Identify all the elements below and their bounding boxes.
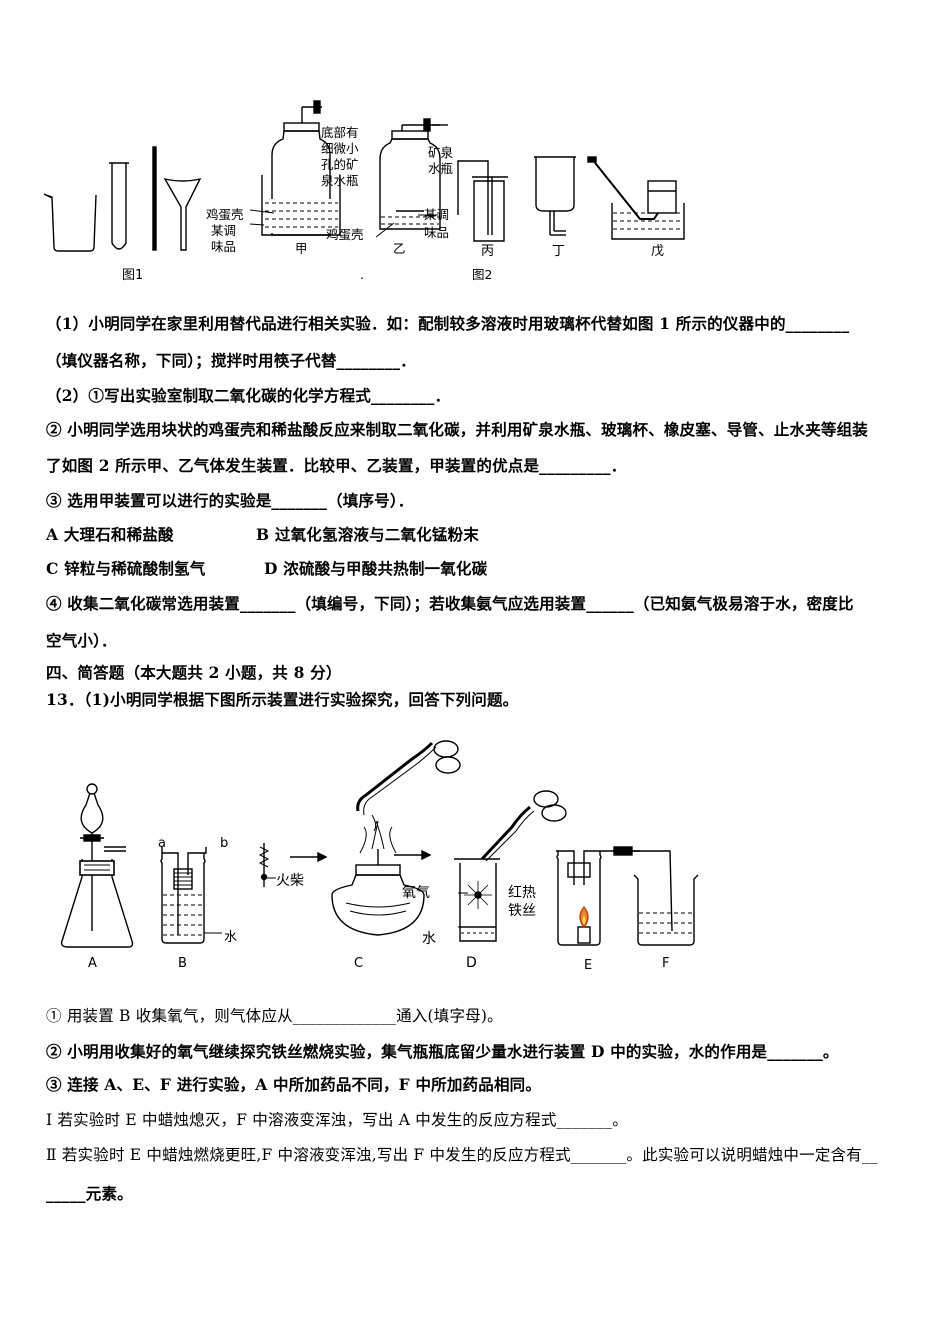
jia-annot-1: 底部有 bbox=[321, 125, 359, 140]
bing-letter: 丙 bbox=[481, 244, 494, 259]
ding-letter: 丁 bbox=[552, 244, 565, 259]
q13-stem: 13．（1)小明同学根据下图所示装置进行实验探究，回答下列问题。 bbox=[46, 690, 519, 709]
d-water-label: 水 bbox=[422, 931, 436, 947]
apparatus-b bbox=[160, 847, 222, 944]
yi-letter: 乙 bbox=[393, 241, 406, 256]
b-port-a: a bbox=[158, 836, 166, 851]
q12-option-d: D 浓硫酸与甲酸共热制一氧化碳 bbox=[264, 559, 488, 578]
arrow-2 bbox=[394, 849, 432, 861]
yi-left: 鸡蛋壳 bbox=[326, 227, 364, 242]
q13-line5: Ⅱ 若实验时 E 中蜡烛燃烧更旺,F 中溶液变浑浊,写出 F 中发生的反应方程式… bbox=[46, 1146, 878, 1164]
yi-right-3: 某调 bbox=[424, 207, 449, 222]
jia-left-1: 鸡蛋壳 bbox=[206, 207, 244, 222]
apparatus-a bbox=[60, 783, 134, 948]
jia-annot-4: 泉水瓶 bbox=[321, 173, 359, 188]
glass-rod-illustration bbox=[152, 146, 157, 251]
q12-part1-line2: （填仪器名称，下同）；搅拌时用筷子代替________． bbox=[46, 351, 416, 370]
apparatus-bing bbox=[457, 160, 508, 242]
q12-option-b: B 过氧化氢溶液与二氧化锰粉末 bbox=[256, 525, 479, 544]
match-illustration bbox=[258, 843, 276, 887]
fig1-caption: 图1 bbox=[122, 268, 143, 283]
jia-left-2: 某调 bbox=[211, 223, 236, 238]
q12-option-c: C 锌粒与稀硫酸制氢气 bbox=[46, 559, 206, 578]
label-c: C bbox=[354, 956, 363, 971]
label-a: A bbox=[88, 956, 97, 971]
funnel-illustration bbox=[163, 177, 202, 251]
label-d: D bbox=[466, 955, 477, 971]
apparatus-e bbox=[556, 846, 640, 946]
jia-annot-3: 孔的矿 bbox=[321, 157, 359, 172]
yi-right-1: 矿泉 bbox=[428, 145, 454, 160]
section-heading: 四、简答题（本大题共 2 小题，共 8 分） bbox=[46, 663, 342, 682]
apparatus-f bbox=[630, 850, 699, 946]
test-tube-illustration bbox=[109, 162, 129, 250]
label-e: E bbox=[584, 958, 592, 973]
label-b: B bbox=[178, 956, 187, 971]
q12-option-a: A 大理石和稀盐酸 bbox=[46, 525, 174, 544]
q13-line6: _____元素。 bbox=[46, 1184, 133, 1203]
apparatus-jia bbox=[249, 100, 341, 236]
apparatus-figure-top: 图1 底部有 细微小 孔的矿 泉水瓶 鸡蛋壳 某调 味品 甲 bbox=[40, 95, 720, 295]
d-iron-label-2: 铁丝 bbox=[508, 903, 536, 919]
b-port-b: b bbox=[220, 836, 228, 851]
apparatus-wu bbox=[587, 156, 685, 240]
jia-annot-2: 细微小 bbox=[321, 141, 359, 156]
apparatus-yi bbox=[375, 118, 448, 238]
label-f: F bbox=[662, 956, 669, 971]
apparatus-ding bbox=[534, 156, 576, 236]
apparatus-figure-bottom: A a b 水 B 火柴 bbox=[50, 735, 710, 980]
arrow-1 bbox=[290, 851, 328, 863]
yi-right-4: 味品 bbox=[424, 225, 449, 240]
apparatus-d bbox=[454, 790, 567, 942]
match-label: 火柴 bbox=[276, 873, 304, 889]
wu-letter: 戊 bbox=[651, 244, 664, 259]
dot-mark: . bbox=[360, 267, 364, 282]
jia-letter: 甲 bbox=[295, 241, 308, 256]
apparatus-c bbox=[331, 740, 461, 936]
q13-line2: ② 小明用收集好的氧气继续探究铁丝燃烧实验，集气瓶瓶底留少量水进行装置 D 中的… bbox=[46, 1042, 839, 1061]
q13-line4: Ⅰ 若实验时 E 中蜡烛熄灭，F 中溶液变浑浊，写出 A 中发生的反应方程式__… bbox=[46, 1111, 628, 1129]
q13-line1: ① 用装置 B 收集氧气，则气体应从_____________通入(填字母)。 bbox=[46, 1007, 503, 1025]
d-oxygen-label: 氧气 bbox=[402, 885, 430, 901]
beaker-illustration bbox=[43, 193, 97, 252]
jia-left-3: 味品 bbox=[211, 239, 236, 254]
q12-part3-line1: ② 小明同学选用块状的鸡蛋壳和稀盐酸反应来制取二氧化碳，并利用矿泉水瓶、玻璃杯、… bbox=[46, 420, 869, 439]
q12-part2: （2）①写出实验室制取二氧化碳的化学方程式________． bbox=[46, 386, 451, 405]
yi-right-2: 水瓶 bbox=[428, 161, 453, 176]
q12-part5-line1: ④ 收集二氧化碳常选用装置_______（填编号，下同）；若收集氨气应选用装置_… bbox=[46, 594, 854, 613]
q12-part3-line2: 了如图 2 所示甲、乙气体发生装置．比较甲、乙装置，甲装置的优点是_______… bbox=[46, 456, 627, 475]
fig2-caption: 图2 bbox=[472, 267, 492, 282]
q12-part4: ③ 选用甲装置可以进行的实验是_______（填序号）． bbox=[46, 491, 414, 510]
d-iron-label-1: 红热 bbox=[508, 885, 536, 901]
b-water-label: 水 bbox=[224, 930, 237, 945]
q12-part5-line2: 空气小）． bbox=[46, 631, 117, 650]
q12-part1-line1: （1）小明同学在家里利用替代品进行相关实验．如：配制较多溶液时用玻璃杯代替如图 … bbox=[46, 314, 850, 333]
q13-line3: ③ 连接 A、E、F 进行实验，A 中所加药品不同，F 中所加药品相同。 bbox=[46, 1075, 542, 1094]
